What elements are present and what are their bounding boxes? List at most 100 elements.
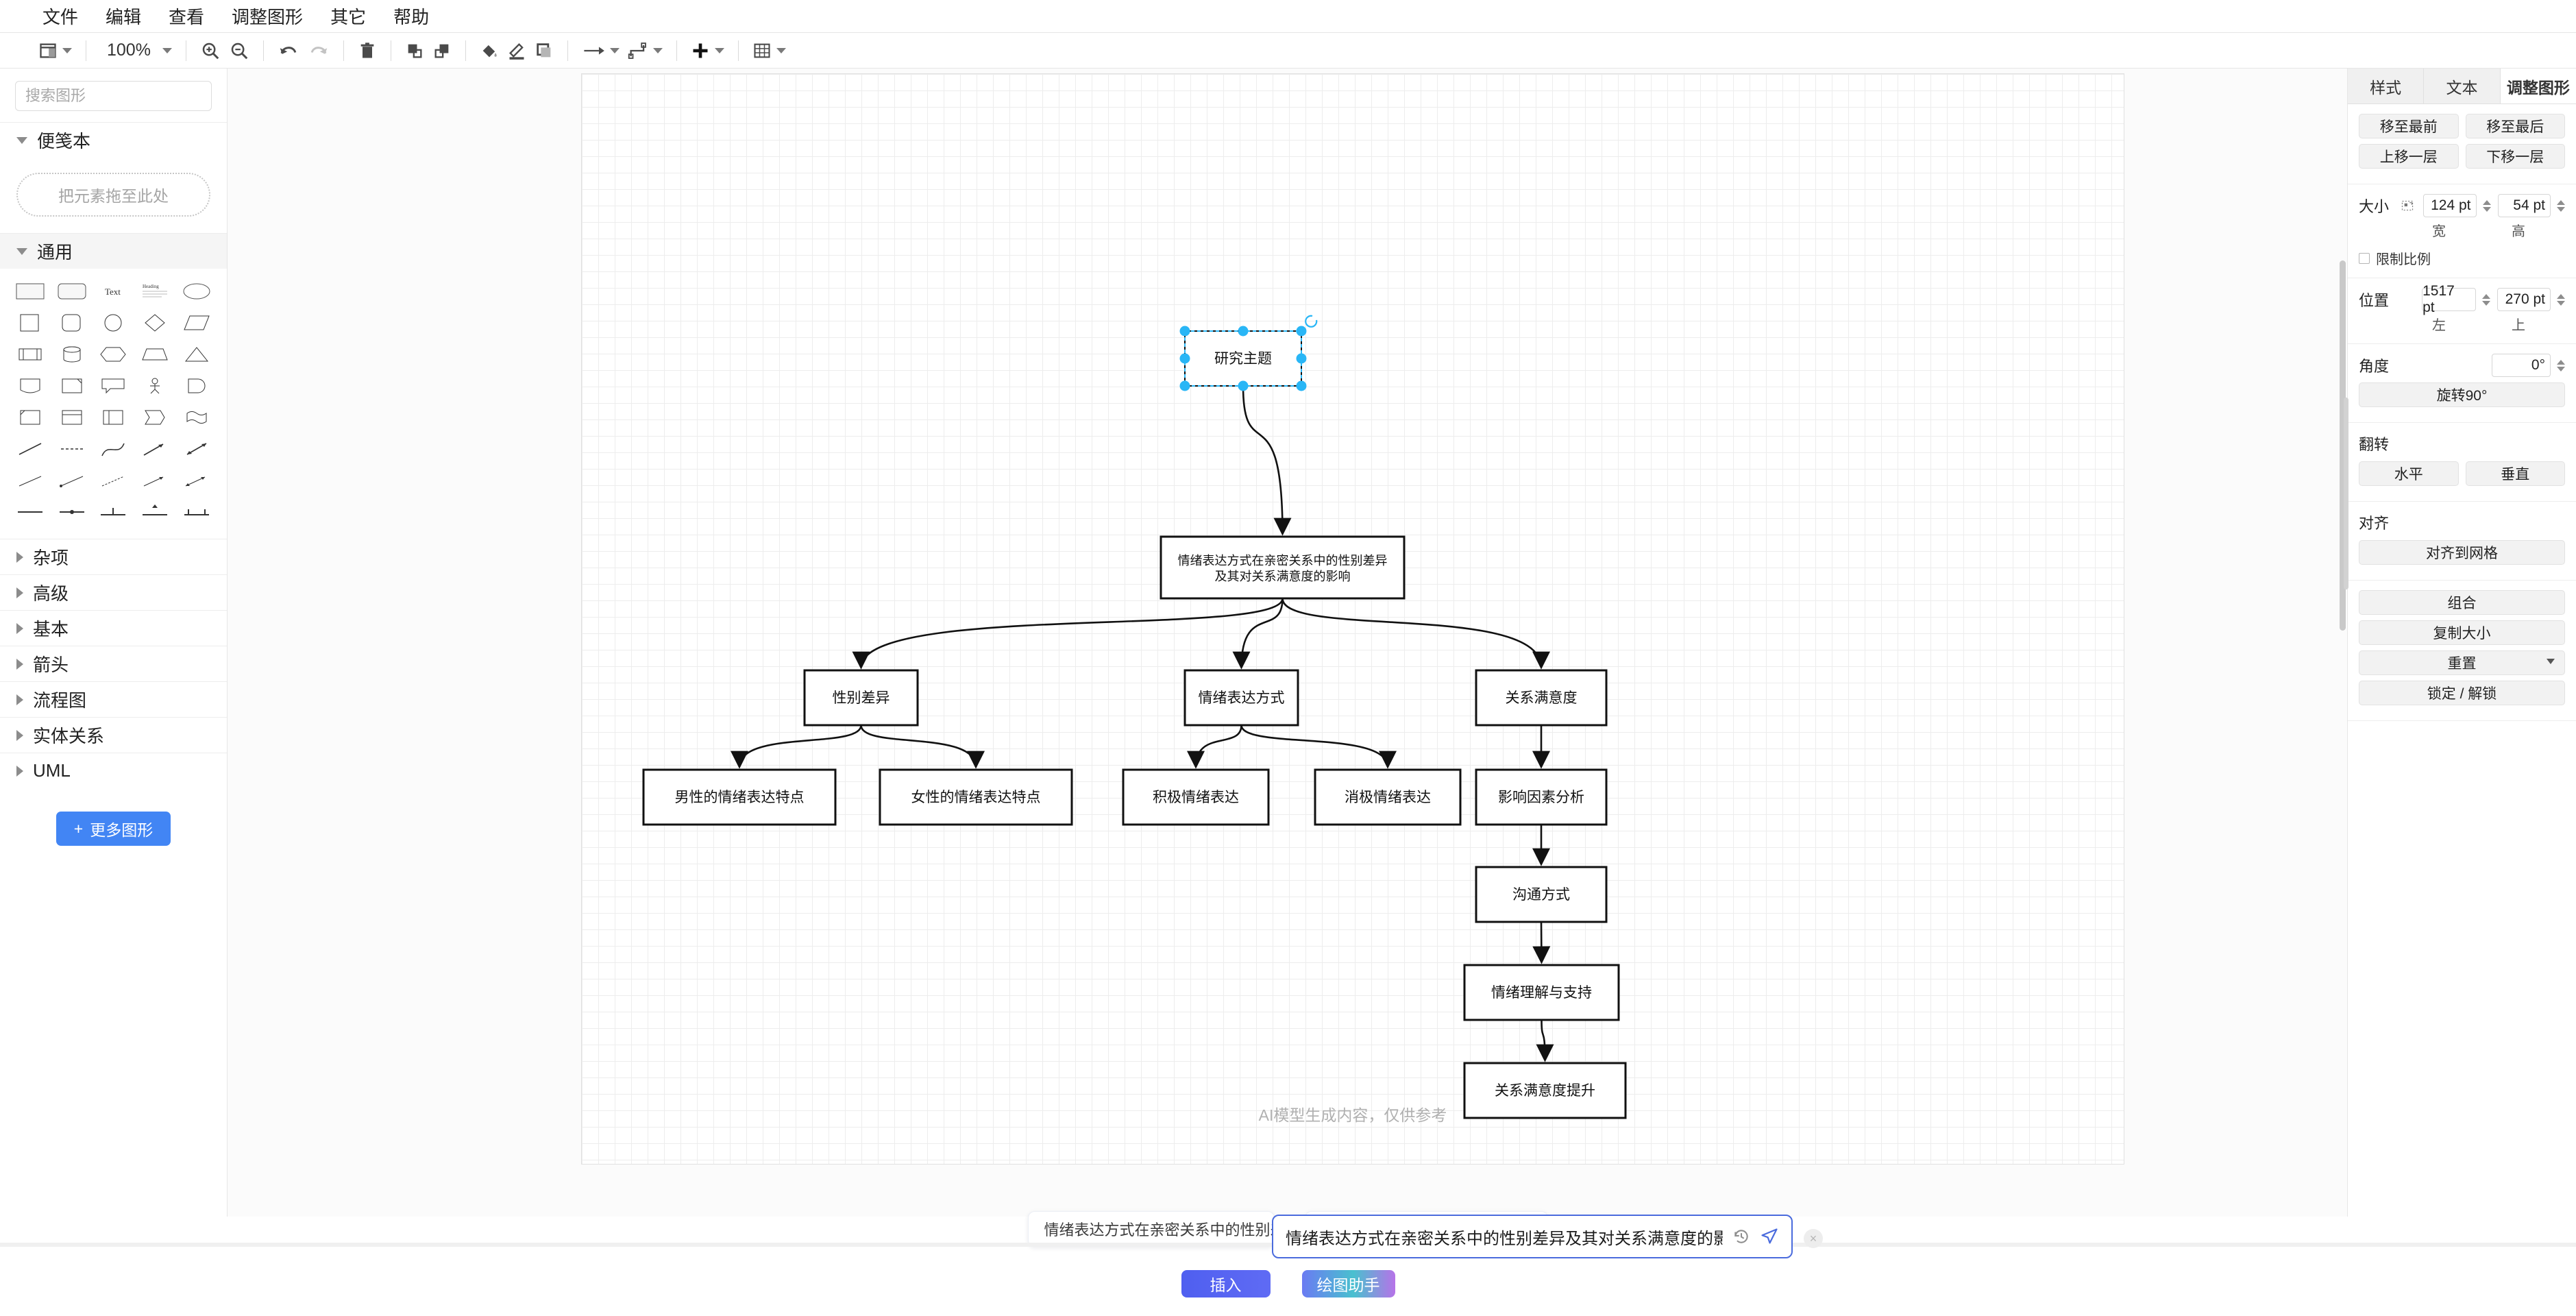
shape-dashed-line-icon[interactable] xyxy=(51,433,93,465)
shape-rounded-square-icon[interactable] xyxy=(51,307,93,339)
diagram-edge[interactable] xyxy=(1240,724,1397,769)
shape-delay-icon[interactable] xyxy=(175,370,217,402)
shape-horizontal-line-icon[interactable] xyxy=(10,496,51,528)
close-icon[interactable]: × xyxy=(1804,1229,1823,1248)
shape-parallelogram-icon[interactable] xyxy=(175,307,217,339)
shape-arrow-connector-icon[interactable] xyxy=(134,465,176,496)
shape-rectangle-icon[interactable] xyxy=(10,276,51,307)
canvas-page[interactable]: 研究主题情绪表达方式在亲密关系中的性别差异及其对关系满意度的影响性别差异情绪表达… xyxy=(582,74,2124,1164)
suggestion-chip-1[interactable]: 情绪表达方式在亲密关系中的性别差异及其对... xyxy=(1028,1211,1275,1247)
sidebar-section-advanced[interactable]: 高级 xyxy=(0,574,227,610)
flip-vertical-button[interactable]: 垂直 xyxy=(2465,461,2565,486)
diagram-edge[interactable] xyxy=(1532,921,1551,964)
shape-line-with-dot-icon[interactable] xyxy=(51,496,93,528)
resize-handle[interactable] xyxy=(1238,380,1249,391)
ai-prompt-input[interactable]: 情绪表达方式在亲密关系中的性别差异及其对关系满意度的影响 xyxy=(1286,1229,1723,1248)
shape-step-icon[interactable] xyxy=(134,402,176,433)
height-stepper[interactable] xyxy=(2557,199,2565,212)
shape-tape-icon[interactable] xyxy=(51,402,93,433)
shape-dashed-connector-icon[interactable] xyxy=(93,465,134,496)
more-shapes-button[interactable]: + 更多图形 xyxy=(56,812,171,846)
stepper-up-icon[interactable] xyxy=(2557,359,2565,365)
diagram-node[interactable]: 沟通方式 xyxy=(1475,866,1608,923)
copy-size-button[interactable]: 复制大小 xyxy=(2359,620,2565,645)
flip-horizontal-button[interactable]: 水平 xyxy=(2359,461,2459,486)
shape-actor-icon[interactable] xyxy=(134,370,176,402)
diagram-node[interactable]: 性别差异 xyxy=(803,669,919,727)
diagram-node[interactable]: 女性的情绪表达特点 xyxy=(879,768,1073,826)
layout-icon[interactable] xyxy=(34,36,76,66)
constrain-proportions-row[interactable]: 限制比例 xyxy=(2359,248,2565,268)
zoom-level-dropdown[interactable]: 100% xyxy=(96,36,176,66)
stepper-up-icon[interactable] xyxy=(2557,199,2565,205)
panel-scrollbar[interactable] xyxy=(2344,398,2348,589)
menu-extras[interactable]: 其它 xyxy=(330,7,367,27)
sidebar-section-entity-relation[interactable]: 实体关系 xyxy=(0,717,227,753)
rotate-90-button[interactable]: 旋转90° xyxy=(2359,382,2565,407)
constrain-proportions-checkbox[interactable] xyxy=(2359,252,2370,264)
to-front-icon[interactable] xyxy=(401,36,428,66)
shadow-icon[interactable] xyxy=(530,36,558,66)
insert-icon[interactable] xyxy=(687,36,728,66)
sidebar-section-basic[interactable]: 基本 xyxy=(0,610,227,646)
diagram-node[interactable]: 影响因素分析 xyxy=(1475,768,1608,826)
line-color-icon[interactable] xyxy=(503,36,530,66)
menu-file[interactable]: 文件 xyxy=(42,7,79,27)
sidebar-section-uml[interactable]: UML xyxy=(0,753,227,788)
shape-thin-line-icon[interactable] xyxy=(10,465,51,496)
shape-triangle-icon[interactable] xyxy=(175,339,217,370)
to-front-button[interactable]: 移至最前 xyxy=(2359,114,2459,138)
diagram-edge[interactable] xyxy=(731,724,862,769)
sidebar-section-misc[interactable]: 杂项 xyxy=(0,539,227,574)
stepper-up-icon[interactable] xyxy=(2481,293,2490,299)
stepper-up-icon[interactable] xyxy=(2482,199,2491,205)
drawing-assistant-button[interactable]: 绘图助手 xyxy=(1301,1270,1395,1297)
tab-arrange[interactable]: 调整图形 xyxy=(2500,69,2576,103)
node-rect[interactable] xyxy=(1314,768,1462,826)
diagram-node[interactable]: 男性的情绪表达特点 xyxy=(642,768,837,826)
send-icon[interactable] xyxy=(1760,1227,1779,1246)
tab-text[interactable]: 文本 xyxy=(2424,69,2501,103)
shape-container-icon[interactable] xyxy=(93,402,134,433)
width-stepper[interactable] xyxy=(2482,199,2491,212)
shape-hexagon-icon[interactable] xyxy=(93,339,134,370)
move-backward-button[interactable]: 下移一层 xyxy=(2465,144,2565,169)
height-input[interactable]: 54 pt xyxy=(2497,194,2551,217)
position-left-input[interactable]: 1517 pt xyxy=(2422,283,2476,315)
delete-icon[interactable] xyxy=(354,36,381,66)
shape-curve-icon[interactable] xyxy=(93,433,134,465)
shape-trapezoid-icon[interactable] xyxy=(134,339,176,370)
node-rect[interactable] xyxy=(1475,866,1608,923)
shape-text-icon[interactable]: Text xyxy=(93,276,134,307)
shape-line-bracket-icon[interactable] xyxy=(175,496,217,528)
stepper-down-icon[interactable] xyxy=(2557,366,2565,371)
shape-line-icon[interactable] xyxy=(10,433,51,465)
diagram-node[interactable]: 情绪理解与支持 xyxy=(1463,964,1620,1021)
shape-tape-data-icon[interactable] xyxy=(175,402,217,433)
shape-note-icon[interactable] xyxy=(51,370,93,402)
history-icon[interactable] xyxy=(1732,1228,1750,1245)
angle-stepper[interactable] xyxy=(2557,359,2565,371)
shape-line-tick-icon[interactable] xyxy=(93,496,134,528)
node-rect[interactable] xyxy=(803,669,919,727)
resize-handle[interactable] xyxy=(1238,326,1249,337)
stepper-down-icon[interactable] xyxy=(2557,206,2565,212)
fill-color-icon[interactable] xyxy=(476,36,503,66)
menu-edit[interactable]: 编辑 xyxy=(106,7,142,27)
diagram-node[interactable]: 研究主题 xyxy=(1179,315,1318,391)
shape-card-icon[interactable] xyxy=(10,402,51,433)
ai-prompt-bar[interactable]: 情绪表达方式在亲密关系中的性别差异及其对关系满意度的影响 xyxy=(1272,1215,1793,1258)
stepper-down-icon[interactable] xyxy=(2481,300,2490,306)
diagram-node[interactable]: 关系满意度提升 xyxy=(1463,1062,1627,1119)
resize-handle[interactable] xyxy=(1179,353,1190,364)
diagram-node[interactable]: 积极情绪表达 xyxy=(1122,768,1270,826)
shape-rounded-rectangle-icon[interactable] xyxy=(51,276,93,307)
canvas-vertical-scrollbar[interactable] xyxy=(2340,260,2346,631)
stepper-up-icon[interactable] xyxy=(2557,293,2565,299)
resize-handle[interactable] xyxy=(1179,326,1190,337)
tab-style[interactable]: 样式 xyxy=(2348,69,2425,103)
node-rect[interactable] xyxy=(1463,1062,1627,1119)
shape-square-icon[interactable] xyxy=(10,307,51,339)
diagram-edge[interactable] xyxy=(1536,1019,1554,1062)
stepper-down-icon[interactable] xyxy=(2482,206,2491,212)
